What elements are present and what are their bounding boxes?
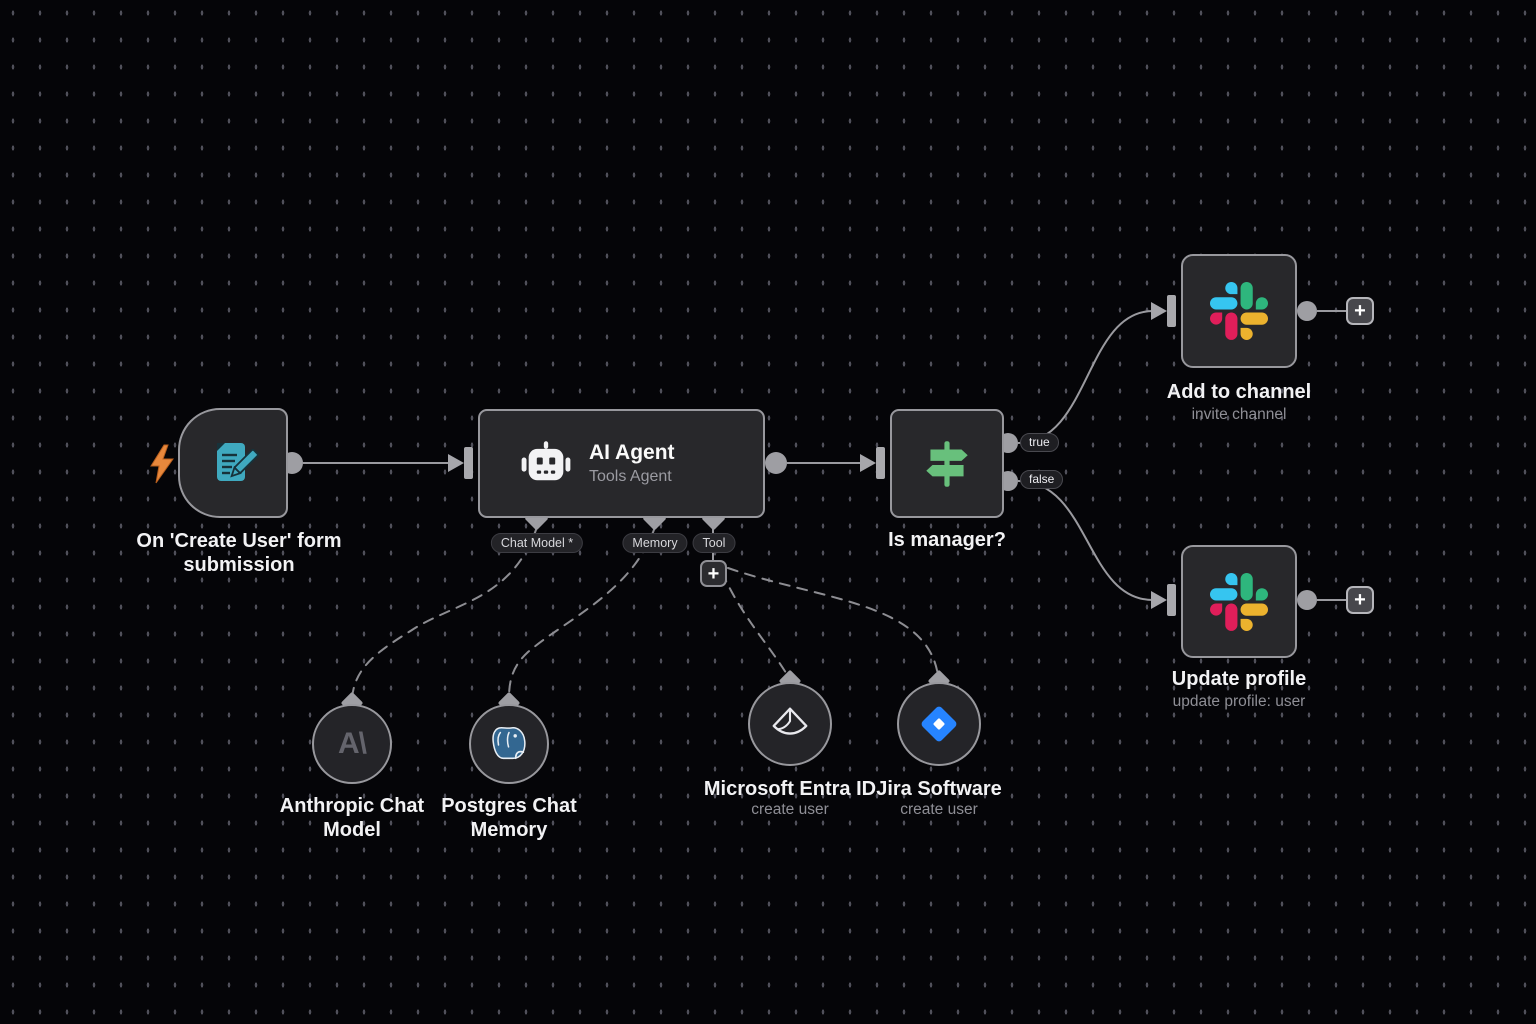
node-form-trigger[interactable]: [178, 408, 288, 518]
jira-icon: [921, 706, 957, 742]
output-port[interactable]: [1297, 590, 1317, 610]
node-ai-agent[interactable]: AI Agent Tools Agent: [478, 409, 765, 518]
node-is-manager[interactable]: [890, 409, 1004, 518]
node-jira[interactable]: [897, 682, 981, 766]
node-label-entra: Microsoft Entra ID: [703, 778, 877, 800]
entra-icon: [772, 707, 808, 735]
output-label-true: true: [1020, 433, 1059, 452]
form-trigger-icon: [217, 443, 259, 481]
postgres-icon: [492, 727, 526, 760]
node-label-postgres: Postgres Chat Memory: [441, 795, 577, 841]
signpost-icon: [926, 440, 968, 487]
connector-label-tool: Tool: [692, 533, 736, 553]
arrowhead-icon: [448, 454, 464, 472]
edge-tool-to-jira[interactable]: [727, 567, 939, 677]
edge-tool-to-entra[interactable]: [721, 571, 790, 679]
slack-icon: [1210, 572, 1268, 631]
node-add-to-channel[interactable]: [1181, 254, 1297, 368]
node-label-update-profile: Update profile: [1171, 668, 1307, 690]
node-update-profile[interactable]: [1181, 545, 1297, 658]
node-subtitle-jira: create user: [900, 801, 978, 818]
input-port[interactable]: [464, 447, 473, 479]
node-label-is-manager: Is manager?: [888, 529, 1006, 551]
node-label-anthropic: Anthropic Chat Model: [279, 795, 425, 841]
edge-false-to-updateprofile[interactable]: [1017, 480, 1154, 601]
edge-memory-to-postgres[interactable]: [508, 526, 656, 699]
input-port[interactable]: [1167, 584, 1176, 616]
output-port[interactable]: [1297, 301, 1317, 321]
connector-label-chat-model: Chat Model *: [490, 533, 584, 553]
add-tool-button[interactable]: +: [700, 560, 727, 587]
input-port[interactable]: [876, 447, 885, 479]
node-subtitle-entra: create user: [751, 801, 829, 818]
node-label-add-to-channel: Add to channel: [1166, 381, 1312, 403]
ai-agent-title: AI Agent: [589, 440, 675, 464]
node-subtitle-update-profile: update profile: user: [1172, 693, 1306, 710]
output-label-false: false: [1020, 470, 1064, 489]
node-label-jira: Jira Software: [876, 778, 1002, 800]
slack-icon: [1210, 282, 1268, 340]
node-subtitle-add-to-channel: invite channel: [1191, 406, 1287, 423]
lightning-bolt-icon: [150, 444, 174, 484]
robot-icon: [521, 440, 571, 480]
arrowhead-icon: [860, 454, 876, 472]
node-postgres-chat-memory[interactable]: [469, 704, 549, 784]
node-anthropic-chat-model[interactable]: A\: [312, 704, 392, 784]
add-node-button[interactable]: +: [1346, 297, 1374, 325]
connector-label-memory: Memory: [622, 533, 688, 553]
output-port[interactable]: [765, 452, 787, 474]
ai-agent-subtitle: Tools Agent: [589, 468, 672, 486]
input-port[interactable]: [1167, 295, 1176, 327]
arrowhead-icon: [1151, 591, 1167, 609]
node-label-form-trigger: On 'Create User' form submission: [136, 530, 342, 576]
anthropic-icon: A\: [338, 727, 367, 760]
arrowhead-icon: [1151, 302, 1167, 320]
add-node-button[interactable]: +: [1346, 586, 1374, 614]
node-microsoft-entra[interactable]: [748, 682, 832, 766]
edge-true-to-addtochannel[interactable]: [1017, 310, 1154, 444]
